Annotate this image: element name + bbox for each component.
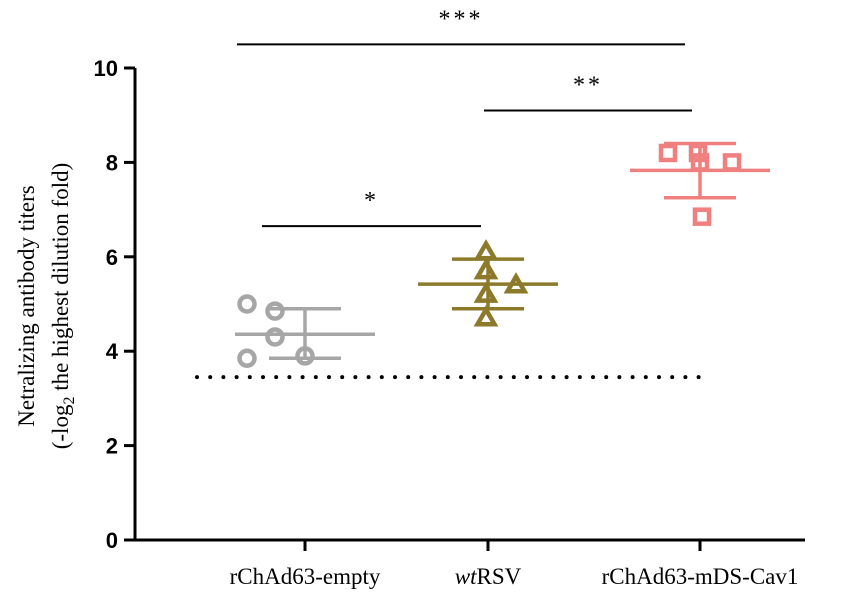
data-point-square [658, 143, 678, 163]
chart-marks [195, 141, 770, 380]
y-tick-label: 10 [94, 56, 118, 81]
y-axis-label-line1: Netralizing antibody titers [14, 185, 39, 426]
data-point-triangle [473, 239, 499, 261]
data-point-triangle [473, 305, 499, 327]
data-point-square [722, 153, 742, 172]
y-tick-label: 4 [106, 339, 119, 364]
y-tick-label: 2 [106, 434, 118, 459]
data-point-square [690, 153, 710, 172]
y-tick-label: 8 [106, 150, 118, 175]
series-group [235, 294, 375, 369]
y-axis-label-line2: (-log2 the highest dilution fold) [48, 163, 78, 450]
significance-label: ** [573, 72, 603, 98]
data-point-triangle [473, 257, 499, 280]
series-group [630, 141, 770, 226]
data-point-square [688, 143, 708, 163]
data-point-triangle [473, 281, 499, 303]
significance-label: * [364, 188, 379, 214]
data-point-circle [265, 301, 285, 321]
data-point-circle [237, 348, 257, 369]
significance-label: *** [439, 6, 484, 32]
y-tick-label: 0 [106, 528, 118, 553]
y-tick-label: 6 [106, 245, 118, 270]
x-category-label: rChAd63-empty [230, 564, 381, 589]
data-point-square [692, 207, 712, 226]
series-group [418, 239, 558, 327]
x-category-label: rChAd63-mDS-Cav1 [602, 564, 799, 589]
x-category-label: wtRSV [455, 564, 522, 589]
data-point-triangle [503, 272, 529, 294]
data-point-circle [237, 294, 257, 314]
significance-annotations: ****** [237, 6, 692, 228]
axes: 0 2 4 6 8 10 rChAd63-empty wtRSV rChAd63-mDS-Cav… [94, 56, 805, 589]
data-point-circle [295, 346, 315, 366]
data-point-circle [265, 327, 285, 347]
